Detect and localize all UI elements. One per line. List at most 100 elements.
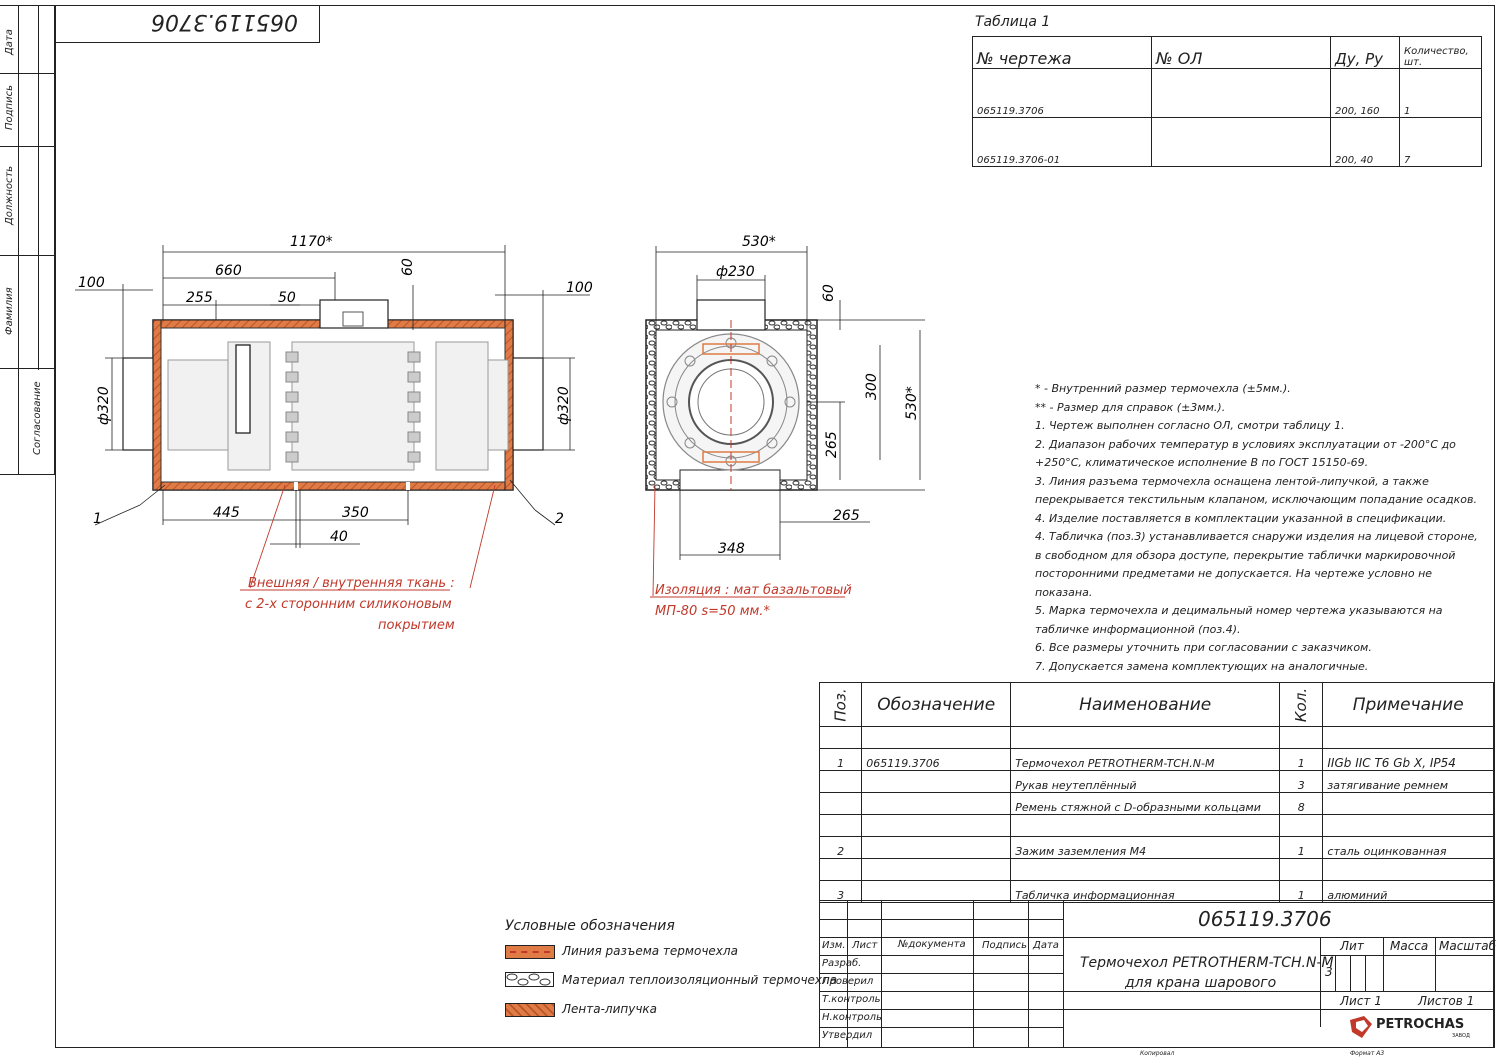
front-view: 1170* 660 100 255 50 60 100 ф320 ф320 44… [75,234,593,633]
note-line: 4. Изделие поставляется в комплектации у… [1035,511,1447,525]
callout-fabric-line1: Внешняя / внутренняя ткань : [248,576,455,591]
table1-header-ol: № ОЛ [1151,36,1331,69]
spec-header-designation: Обозначение [861,682,1012,727]
tb-mass-label: Масса [1390,939,1429,953]
table-row [818,726,1494,749]
callout-insulation-line2: МП-80 s=50 мм.* [655,604,770,619]
tb-scale-label: Масштаб [1439,939,1497,953]
position-label-2: 2 [555,511,564,527]
title-name-line2: для крана шарового [1125,975,1277,991]
company-name: PETROCHAS [1376,1017,1465,1032]
legend-item-velcro: Лента-липучка [562,1002,658,1016]
dim-40: 40 [330,529,348,545]
table1: № чертежа № ОЛ Ду, Ру Количество, шт. 06… [972,36,1482,167]
footer-copied: Копировал [1140,1050,1175,1057]
spec-header-pos: Поз. [818,682,863,727]
table1-cell-ol [1151,68,1331,118]
dim-100-right: 100 [566,280,593,296]
tb-sheets: Листов 1 [1418,994,1475,1008]
dim-255: 255 [186,290,213,306]
notes-block: * - Внутренний размер термочехла (±5мм.)… [1035,380,1485,676]
tb-sheet: Лист 1 [1340,994,1382,1008]
dim-350: 350 [342,505,369,521]
tb-col-docnum: №документа [898,939,966,950]
note-line: 4. Табличка (поз.3) устанавливается снар… [1035,530,1478,599]
tb-col-change: Изм. [822,940,846,951]
tb-lit-label: Лит [1340,939,1364,953]
title-name-line1: Термочехол PETROTHERM-TCH.N-M [1080,955,1334,971]
table1-cell-drawing: 065119.3706-01 [972,117,1152,167]
drawing-views: 1170* 660 100 255 50 60 100 ф320 ф320 44… [75,234,925,633]
note-line: 7. Допускается замена комплектующих на а… [1035,659,1369,673]
table1-header-qty: Количество, шт. [1399,36,1482,69]
callout-fabric-line3: покрытием [378,618,455,633]
position-label-1: 1 [93,511,102,527]
petrochas-logo-icon [1350,1016,1372,1038]
table1-cell-dn: 200, 40 [1330,117,1400,167]
dim-265-vertical: 265 [824,431,840,458]
legend-item-seam: Линия разъема термочехла [562,944,738,958]
table1-cell-qty: 1 [1399,68,1482,118]
sheet-frame [55,5,1495,1048]
table-row [818,858,1494,881]
dim-100-left: 100 [78,275,105,291]
dim-348: 348 [718,541,745,557]
tb-role-ncontrol: Н.контроль [822,1012,882,1023]
callout-fabric-line2: с 2-х сторонним силиконовым [245,597,452,612]
dim-445: 445 [213,505,240,521]
note-line: 3. Линия разъема термочехла оснащена лен… [1035,474,1477,507]
dim-50: 50 [278,290,296,306]
spec-table: Поз. Обозначение Наименование Кол. Приме… [818,682,1494,903]
table1-caption: Таблица 1 [975,14,1051,30]
company-logo: PETROCHAS ЗАВОД [1348,1014,1470,1044]
dim-60-side: 60 [821,284,837,302]
tb-role-tcontrol: Т.контроль [822,994,881,1005]
table1-cell-qty: 7 [1399,117,1482,167]
spec-header-qty: Кол. [1279,682,1324,727]
dim-530-vertical: 530* [904,386,920,420]
tb-role-developer: Разраб. [822,958,862,969]
legend-swatch-seam [505,945,555,959]
spec-header-name: Наименование [1010,682,1281,727]
tb-col-sheet: Лист [852,940,878,951]
dim-300: 300 [864,373,880,400]
spec-header-note: Примечание [1322,682,1494,727]
dim-60-front: 60 [400,258,416,276]
tb-role-approved: Утвердил [822,1030,873,1041]
table1-cell-ol [1151,117,1331,167]
note-line: 6. Все размеры уточнить при согласовании… [1035,641,1372,654]
legend-swatch-velcro [505,1003,555,1017]
tb-col-signature: Подпись [982,940,1027,951]
title-block: 065119.3706 Изм. Лист №документа Подпись… [819,900,1497,1048]
table1-cell-dn: 200, 160 [1330,68,1400,118]
dim-overall-length: 1170* [290,234,333,250]
legend-swatch-insulation [505,972,554,987]
note-line: ** - Размер для справок (±3мм.). [1035,400,1226,414]
tb-col-date: Дата [1033,940,1059,951]
table-row: 065119.3706-01 200, 40 7 [972,117,1482,167]
table1-header-drawing: № чертежа [972,36,1152,69]
footer-format: Формат А3 [1350,1050,1385,1057]
dim-660: 660 [215,263,242,279]
table-row [818,814,1494,837]
dim-265-horizontal: 265 [833,508,860,524]
title-doc-number: 065119.3706 [1198,907,1332,931]
note-line: * - Внутренний размер термочехла (±5мм.)… [1035,382,1291,395]
table-row: 065119.3706 200, 160 1 [972,68,1482,118]
note-line: 5. Марка термочехла и децимальный номер … [1035,604,1443,636]
note-line: 2. Диапазон рабочих температур в условия… [1035,437,1456,470]
callout-insulation-line1: Изоляция : мат базальтовый [655,583,852,598]
dim-phi-left: ф320 [96,386,112,425]
side-view: 530* ф230 60 300 530* 265 265 348 Изоляц… [645,234,925,619]
tb-lit-value: 3 [1325,965,1333,979]
company-sub: ЗАВОД [1452,1033,1470,1039]
dim-side-width: 530* [742,234,776,250]
dim-phi-right: ф320 [556,386,572,425]
tb-role-checked: Проверил [822,976,874,987]
dim-phi230: ф230 [716,264,755,280]
